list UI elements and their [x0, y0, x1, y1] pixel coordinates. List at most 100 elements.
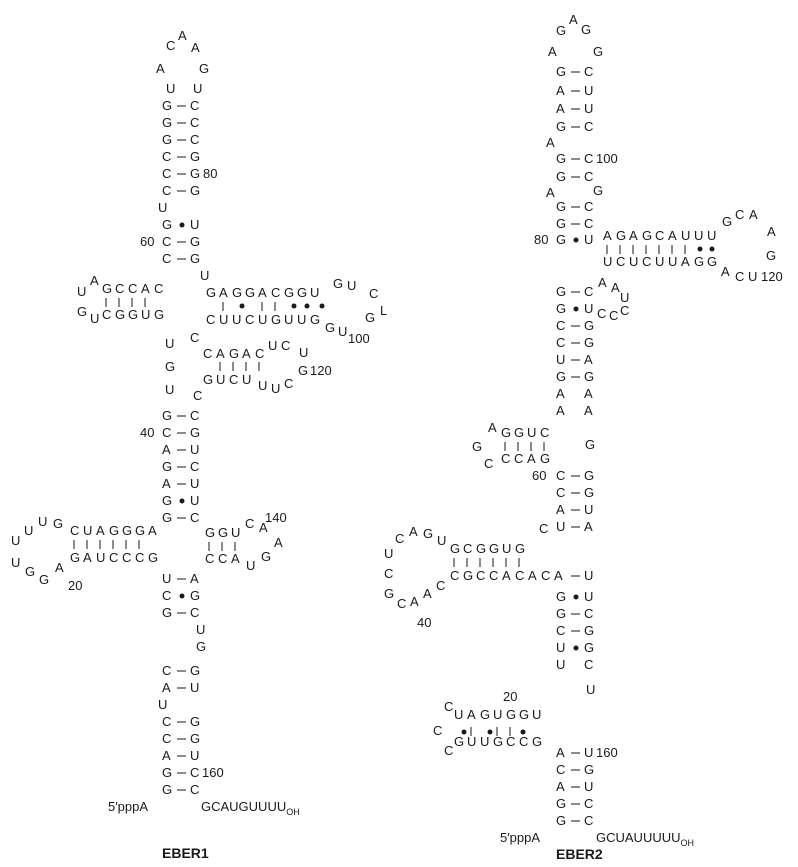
- svg-text:U: U: [584, 502, 593, 517]
- svg-text:C: C: [556, 623, 565, 638]
- svg-text:A: A: [55, 560, 64, 575]
- svg-text:C: C: [436, 578, 445, 593]
- svg-text:U: U: [584, 301, 593, 316]
- svg-text:A: A: [162, 748, 171, 763]
- svg-text:U: U: [196, 622, 205, 637]
- svg-text:U: U: [190, 217, 199, 232]
- svg-text:G: G: [190, 251, 200, 266]
- svg-text:C: C: [444, 743, 453, 758]
- svg-text:U: U: [11, 555, 20, 570]
- svg-text:C: C: [135, 550, 144, 565]
- svg-text:G: G: [556, 301, 566, 316]
- svg-text:A: A: [584, 403, 593, 418]
- nucleotide: G: [199, 61, 209, 76]
- svg-text:U: U: [586, 682, 595, 697]
- svg-text:U: U: [338, 324, 347, 339]
- svg-text:G: G: [493, 734, 503, 749]
- svg-text:C: C: [162, 166, 171, 181]
- svg-text:C: C: [620, 303, 629, 318]
- svg-text:U: U: [584, 568, 593, 583]
- svg-text:G: G: [556, 23, 566, 38]
- svg-text:U: U: [158, 697, 167, 712]
- svg-text:G: G: [556, 369, 566, 384]
- svg-text:G: G: [102, 281, 112, 296]
- svg-text:G: G: [271, 312, 281, 327]
- svg-text:G: G: [190, 183, 200, 198]
- svg-text:U: U: [707, 228, 716, 243]
- svg-text:U: U: [297, 312, 306, 327]
- svg-text:U: U: [190, 493, 199, 508]
- nucleotide: A: [156, 61, 165, 76]
- svg-text:U: U: [268, 338, 277, 353]
- svg-text:U: U: [24, 523, 33, 538]
- svg-text:G: G: [584, 468, 594, 483]
- svg-text:G: G: [556, 589, 566, 604]
- svg-text:G: G: [115, 307, 125, 322]
- eber1-label: EBER1: [162, 845, 209, 861]
- nucleotide: A: [191, 40, 200, 55]
- svg-text:G: G: [581, 22, 591, 37]
- svg-text:G: G: [489, 541, 499, 556]
- svg-text:U: U: [668, 254, 677, 269]
- svg-text:C: C: [584, 284, 593, 299]
- svg-text:U: U: [493, 707, 502, 722]
- svg-text:U: U: [258, 378, 267, 393]
- svg-text:C: C: [190, 765, 199, 780]
- svg-text:C: C: [584, 813, 593, 828]
- five-prime-end: 5′pppA: [500, 830, 540, 845]
- svg-text:G: G: [454, 734, 464, 749]
- svg-text:C: C: [597, 306, 606, 321]
- svg-text:C: C: [514, 451, 523, 466]
- position-number: 20: [68, 578, 82, 593]
- svg-text:U: U: [556, 657, 565, 672]
- svg-text:U: U: [141, 307, 150, 322]
- svg-text:G: G: [556, 284, 566, 299]
- svg-text:U: U: [584, 101, 593, 116]
- svg-text:A: A: [423, 586, 432, 601]
- svg-text:G: G: [365, 310, 375, 325]
- svg-text:G: G: [162, 408, 172, 423]
- svg-text:G: G: [109, 523, 119, 538]
- svg-text:A: A: [556, 745, 565, 760]
- svg-text:U: U: [532, 707, 541, 722]
- svg-text:A: A: [629, 228, 638, 243]
- svg-text:G: G: [423, 526, 433, 541]
- svg-text:G: G: [556, 796, 566, 811]
- svg-text:G: G: [162, 765, 172, 780]
- svg-text:G: G: [540, 451, 550, 466]
- svg-text:G: G: [480, 707, 490, 722]
- svg-text:C: C: [540, 425, 549, 440]
- svg-text:U: U: [556, 640, 565, 655]
- svg-text:U: U: [246, 558, 255, 573]
- svg-text:A: A: [231, 551, 240, 566]
- svg-text:G: G: [70, 550, 80, 565]
- svg-text:C: C: [735, 207, 744, 222]
- eber2-label: EBER2: [556, 846, 603, 862]
- svg-text:U: U: [11, 533, 20, 548]
- position-number: 80: [203, 166, 217, 181]
- svg-text:G: G: [593, 44, 603, 59]
- svg-text:A: A: [548, 44, 557, 59]
- svg-text:C: C: [190, 98, 199, 113]
- svg-text:C: C: [395, 531, 404, 546]
- svg-text:G: G: [519, 707, 529, 722]
- svg-text:A: A: [488, 420, 497, 435]
- svg-text:G: G: [325, 320, 335, 335]
- svg-text:G: G: [584, 335, 594, 350]
- svg-text:C: C: [556, 335, 565, 350]
- svg-text:G: G: [450, 541, 460, 556]
- svg-text:C: C: [203, 346, 212, 361]
- position-number: 160: [202, 765, 224, 780]
- svg-text:U: U: [556, 519, 565, 534]
- svg-text:G: G: [584, 762, 594, 777]
- svg-text:C: C: [190, 782, 199, 797]
- svg-text:G: G: [162, 217, 172, 232]
- svg-text:G: G: [384, 586, 394, 601]
- svg-text:U: U: [556, 352, 565, 367]
- svg-text:U: U: [219, 312, 228, 327]
- svg-text:C: C: [450, 568, 459, 583]
